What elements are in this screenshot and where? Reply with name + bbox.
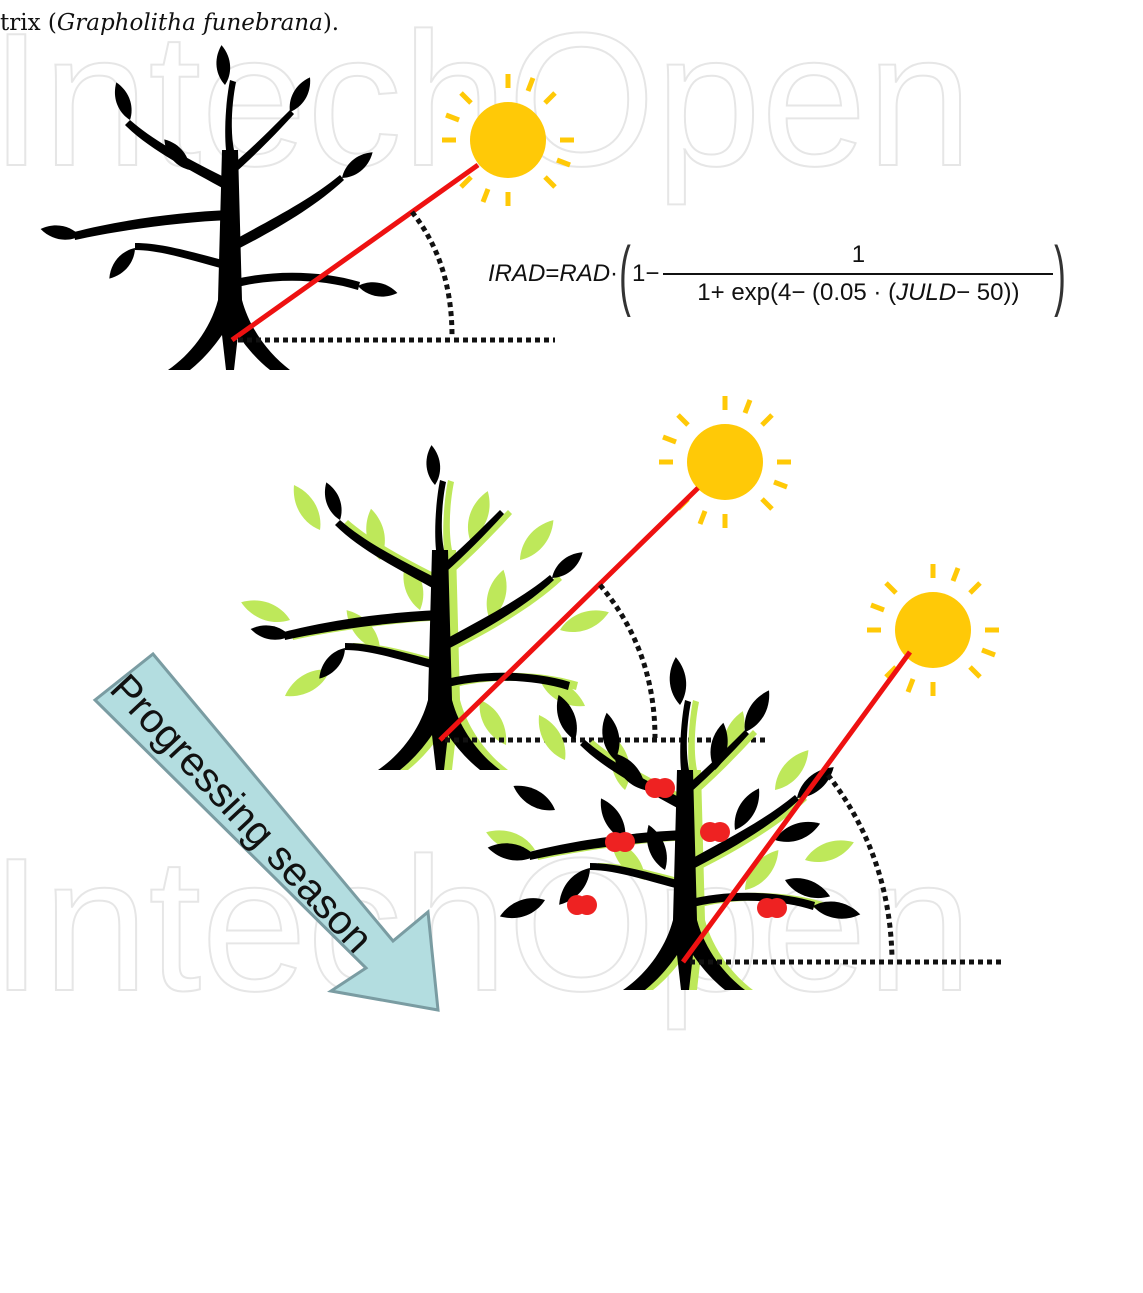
formula-dot: · — [610, 260, 618, 288]
tree-icon — [39, 45, 398, 370]
formula-rad: RAD — [559, 260, 610, 288]
sun-ray — [683, 652, 910, 962]
irad-formula: IRAD = RAD · ( 1 − 1 1+ exp(4− (0.05 · (… — [488, 228, 1067, 320]
angle-arc — [412, 212, 452, 336]
scene-early — [39, 45, 574, 370]
formula-fraction: 1 1+ exp(4− (0.05 · (JULD− 50)) — [663, 241, 1053, 307]
sun-ray — [232, 165, 478, 340]
sun-icon — [442, 74, 574, 206]
formula-numerator: 1 — [852, 241, 865, 273]
sun-icon — [867, 564, 999, 696]
den-pre: 1+ exp(4− (0.05 · ( — [697, 279, 896, 306]
angle-arc — [828, 775, 892, 958]
tree-icon — [483, 656, 862, 990]
scene-mid — [238, 396, 791, 770]
den-var: JULD — [896, 279, 956, 306]
formula-denominator: 1+ exp(4− (0.05 · (JULD− 50)) — [697, 275, 1019, 307]
formula-lhs: IRAD — [488, 260, 545, 288]
tree-icon — [238, 445, 612, 770]
paren-close: ) — [1055, 235, 1067, 313]
den-post: − 50)) — [956, 279, 1019, 306]
formula-one: 1 — [632, 260, 645, 288]
formula-minus: − — [645, 260, 659, 288]
formula-eq: = — [545, 260, 559, 288]
paren-open: ( — [619, 235, 631, 313]
